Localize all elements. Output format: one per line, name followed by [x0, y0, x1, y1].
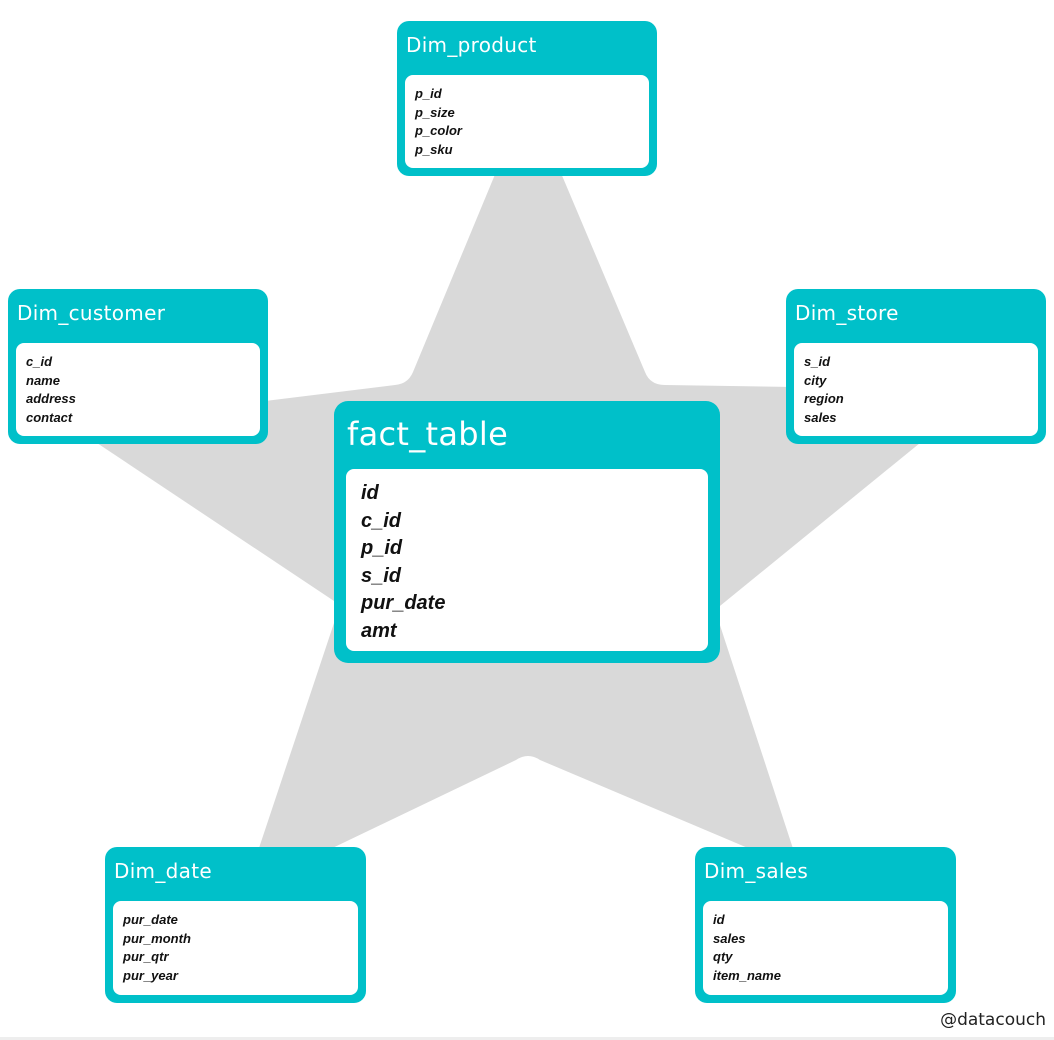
dim-sales-table[interactable]: Dim_sales id sales qty item_name — [695, 847, 956, 1003]
field-pur-year: pur_year — [123, 967, 178, 983]
field-c-id: c_id — [26, 354, 53, 369]
dim-product-table[interactable]: Dim_product p_id p_size p_color p_sku — [397, 21, 657, 176]
field-p-id: p_id — [415, 86, 442, 101]
field-pur-date: pur_date — [123, 912, 178, 927]
dim-store-table[interactable]: Dim_store s_id city region sales — [786, 289, 1046, 444]
field-amt: amt — [361, 619, 397, 642]
field-region: region — [804, 391, 844, 406]
dim-store-title: Dim_store — [795, 301, 899, 325]
bottom-divider — [0, 1037, 1054, 1040]
field-qty: qty — [713, 949, 733, 964]
fact-table-title: fact_table — [347, 415, 509, 453]
field-city: city — [804, 372, 827, 388]
dim-date-fields: pur_date pur_month pur_qtr pur_year — [113, 901, 358, 995]
field-item-name: item_name — [713, 967, 781, 983]
field-store-sales: sales — [804, 409, 837, 425]
dim-product-title: Dim_product — [406, 33, 537, 57]
dim-store-fields: s_id city region sales — [794, 343, 1038, 436]
field-sales-id: id — [713, 912, 725, 927]
dim-customer-fields: c_id name address contact — [16, 343, 260, 436]
field-contact: contact — [26, 409, 73, 425]
field-fact-s-id: s_id — [361, 564, 402, 587]
fact-table-fields: id c_id p_id s_id pur_date amt — [346, 469, 708, 651]
dim-product-fields: p_id p_size p_color p_sku — [405, 75, 649, 168]
field-p-sku: p_sku — [415, 141, 453, 157]
dim-date-table[interactable]: Dim_date pur_date pur_month pur_qtr pur_… — [105, 847, 366, 1003]
field-fact-c-id: c_id — [361, 509, 402, 532]
field-sales: sales — [713, 930, 746, 946]
dim-customer-table[interactable]: Dim_customer c_id name address contact — [8, 289, 268, 444]
field-s-id: s_id — [804, 354, 831, 369]
field-p-size: p_size — [415, 104, 455, 120]
field-id: id — [361, 482, 379, 504]
watermark-label: @datacouch — [940, 1010, 1046, 1030]
field-address: address — [26, 391, 76, 406]
field-pur-qtr: pur_qtr — [123, 949, 169, 964]
field-fact-p-id: p_id — [361, 537, 403, 559]
dim-sales-fields: id sales qty item_name — [703, 901, 948, 995]
dim-customer-title: Dim_customer — [17, 301, 166, 325]
field-pur-month: pur_month — [123, 930, 191, 946]
field-p-color: p_color — [415, 123, 462, 138]
field-name: name — [26, 372, 60, 388]
fact-table[interactable]: fact_table id c_id p_id s_id pur_date am… — [334, 401, 720, 663]
dim-sales-title: Dim_sales — [704, 859, 809, 883]
dim-date-title: Dim_date — [114, 859, 212, 883]
field-fact-pur-date: pur_date — [361, 592, 446, 614]
